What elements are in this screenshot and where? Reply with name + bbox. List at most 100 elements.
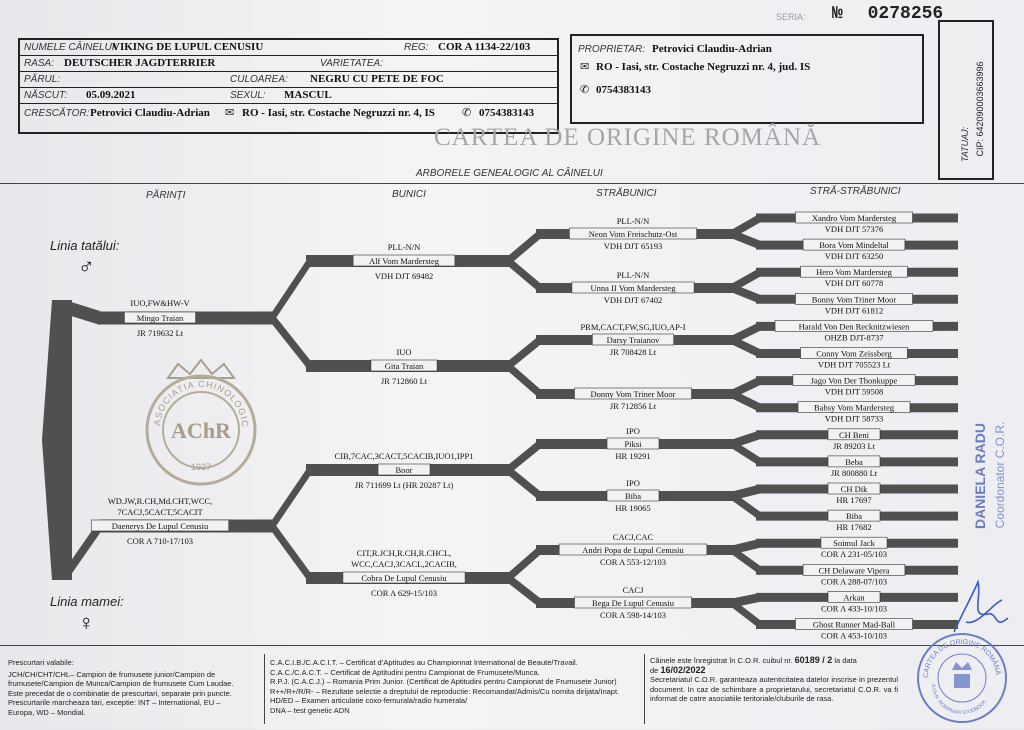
- great-great-reg: COR A 231-05/103: [821, 549, 887, 559]
- great-great-name-box: [827, 455, 881, 468]
- great-grandparent-name: Donny Vom Triner Moor: [591, 389, 676, 399]
- great-grandparent-reg: COR A 598-14/103: [600, 610, 666, 620]
- breeder-phone: 0754383143: [479, 107, 534, 119]
- great-grandparent-title: IPO: [626, 478, 640, 488]
- footer-line: Este precedat de o combinatie de prescur…: [8, 688, 232, 698]
- owner-box: PROPRIETAR: Petrovici Claudiu-Adrian ✉ R…: [570, 34, 924, 124]
- great-great-name: Hero Vom Mardersteg: [816, 267, 892, 277]
- registration-number: 60189 / 2: [794, 655, 833, 665]
- great-great-name: CH Delaware Vipera: [818, 565, 889, 575]
- great-grandparent-name-box: [569, 227, 697, 240]
- great-great-reg: VDH DJT 63250: [825, 251, 883, 261]
- sex-value: MASCUL: [284, 89, 332, 101]
- grandparent-link: [272, 312, 310, 372]
- parent-title: IUO,FW&HW-V: [130, 298, 190, 308]
- dog-name: VIKING DE LUPUL CENUSIU: [112, 41, 264, 53]
- footer-line: Prescurtarile marcheaza tari, exceptie: …: [8, 698, 221, 707]
- parent-link: [68, 301, 100, 325]
- phone-icon: ✆: [580, 84, 590, 96]
- column-great-great-grandparents: STRĂ-STRĂBUNICI: [810, 186, 901, 197]
- owner-address: RO - Iasi, str. Costache Negruzzi nr. 4,…: [596, 61, 811, 73]
- great-great-name-box: [827, 591, 881, 603]
- great-great-reg: OHZB DJT-8737: [825, 332, 884, 342]
- registration-text: Secretariatul C.O.R. garanteaza autentic…: [650, 675, 898, 703]
- great-great-link: [732, 439, 760, 467]
- great-grandparent-link: [508, 545, 540, 583]
- parent-reg: JR 719632 Lt: [137, 328, 184, 338]
- parent-name-box: [90, 519, 230, 532]
- great-great-name-box: [802, 238, 906, 251]
- breeder-name: Petrovici Claudiu-Adrian: [90, 107, 210, 119]
- emblem-monogram: AChR: [171, 418, 232, 443]
- great-great-reg: COR A 288-07/103: [821, 576, 887, 586]
- great-great-link: [732, 389, 760, 413]
- grandparent-name-box: [377, 463, 431, 476]
- footer-line: frumusete/Campion de Munca/Campion de fr…: [8, 679, 234, 688]
- great-great-link: [732, 283, 760, 304]
- great-grandparent-name: Piksi: [624, 439, 642, 449]
- great-grandparent-title: CACJ: [623, 585, 644, 595]
- grandparent-title: IUO: [396, 347, 411, 357]
- parent-title: WD.JW,R.CH,Md.CHT,WCC,: [108, 496, 213, 506]
- grandparent-reg: JR 711699 Lt (HR 20287 Lt): [355, 480, 454, 490]
- great-great-name: Soimul Jack: [833, 538, 876, 548]
- great-great-name-box: [827, 428, 881, 441]
- grandparent-name: Gita Traian: [385, 361, 424, 371]
- great-great-name: Bonny Vom Triner Moor: [812, 294, 897, 304]
- great-grandparent-reg: JR 712856 Lt: [610, 401, 657, 411]
- breeder-label: CRESCĂTOR:: [24, 108, 90, 119]
- female-symbol-icon: ♀: [78, 610, 95, 635]
- parent-link: [68, 519, 100, 579]
- great-grandparent-link: [508, 361, 540, 399]
- great-grandparent-link: [508, 573, 540, 608]
- footer-line: C.A.C.I.B./C.A.C.I.T. – Certificat d’Apt…: [270, 658, 578, 667]
- great-great-name: Jago Von Der Thonkuppe: [811, 376, 898, 386]
- grandparent-title-2: WCC,CACJ,3CACL,2CACIB,: [351, 559, 457, 569]
- great-great-name: Conny Vom Zeissberg: [816, 349, 892, 359]
- great-great-name: Xandro Vom Mardersteg: [812, 213, 897, 223]
- great-grandparent-reg: VDH DJT 65193: [604, 241, 662, 251]
- breed-label: RASA:: [24, 58, 55, 69]
- reg-value: COR A 1134-22/103: [438, 41, 531, 53]
- great-great-reg: VDH DJT 61812: [825, 305, 883, 315]
- great-great-name-box: [795, 292, 913, 305]
- grandparent-link: [272, 464, 310, 532]
- document-title: CARTEA DE ORIGINE ROMÂNĂ: [434, 124, 822, 151]
- great-great-name-box: [820, 536, 888, 549]
- great-great-name-box: [795, 618, 913, 630]
- dog-name-label: NUMELE CÂINELUI:: [24, 42, 118, 53]
- great-great-link: [732, 491, 760, 521]
- sex-label: SEXUL:: [230, 90, 266, 101]
- great-grandparent-title: PRM,CACT,FW,SG,IUO,AP-I: [580, 322, 685, 332]
- great-great-reg: COR A 433-10/103: [821, 603, 887, 613]
- serial-number: 0278256: [867, 4, 944, 24]
- great-grandparent-name: Unna II Vom Mardersteg: [591, 283, 677, 293]
- serial-label: SERIA:: [776, 12, 806, 22]
- great-great-reg: VDH DJT 705523 Lt: [818, 360, 891, 370]
- great-grandparent-reg: HR 19291: [615, 451, 650, 461]
- great-grandparent-reg: COR A 553-12/103: [600, 557, 666, 567]
- great-grandparent-title: PLL-N/N: [617, 270, 650, 280]
- footer-registration: Câinele este înregistrat în C.O.R. cuibu…: [650, 655, 898, 703]
- footer-line: R.P.J. (C.A.C.J.) – Romania Prim Junior.…: [270, 677, 617, 686]
- dog-info-box: NUMELE CÂINELUI: VIKING DE LUPUL CENUSIU…: [18, 38, 559, 134]
- column-parents: PĂRINȚI: [146, 190, 186, 201]
- grandparent-reg: JR 712860 Lt: [381, 376, 428, 386]
- great-great-reg: HR 17682: [836, 522, 871, 532]
- grandparent-name-box: [342, 571, 466, 584]
- great-great-name-box: [800, 265, 908, 278]
- male-symbol-icon: ♂: [78, 254, 95, 279]
- reg-label: REG:: [404, 42, 429, 53]
- great-great-reg: JR 800880 Lt: [831, 468, 878, 478]
- great-grandparent-link: [508, 465, 540, 501]
- born-label: NĂSCUT:: [24, 90, 68, 101]
- great-grandparent-name-box: [574, 596, 692, 609]
- great-great-reg: HR 17697: [836, 495, 871, 505]
- great-great-link: [732, 538, 760, 555]
- great-grandparent-name-box: [606, 489, 660, 502]
- great-great-name: Arkan: [843, 592, 865, 602]
- footer-line: Europa, WD – Mondial.: [8, 707, 86, 717]
- great-great-name: Bora Vom Mindeltal: [819, 240, 889, 250]
